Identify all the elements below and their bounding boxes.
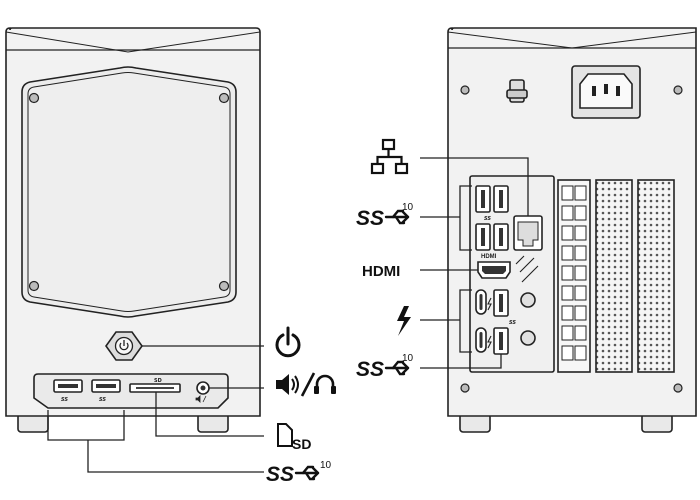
rear-usb-callout-superscript: 10 xyxy=(402,202,414,213)
front-usb-callout-label: SS xyxy=(266,463,294,486)
sd-callout-label: SD xyxy=(292,436,311,452)
expansion-bay-2 xyxy=(595,179,633,373)
rear-usb-bracket xyxy=(459,185,472,251)
rear-usb-callout-label: SS xyxy=(356,207,384,230)
expansion-bay-3 xyxy=(637,179,675,373)
hdmi-callout-label: HDMI xyxy=(362,263,400,280)
rear-usb-callout-trident xyxy=(384,209,410,225)
front-usb-callout-superscript: 10 xyxy=(320,460,332,471)
front-usb-2-badge: SS xyxy=(99,397,106,403)
rear-view xyxy=(447,27,697,433)
thunderbolt-callout-icon xyxy=(397,306,411,336)
front-sd-caption: SD xyxy=(154,378,162,384)
front-view xyxy=(5,27,261,433)
power-callout-icon xyxy=(275,326,301,358)
rear-usb-2-leader xyxy=(420,354,502,369)
rear-usb-2-callout-label: SS xyxy=(356,358,384,381)
rear-hdmi-caption: HDMI xyxy=(481,254,497,260)
front-usb-callout-trident xyxy=(294,465,320,481)
rear-screws xyxy=(460,85,683,393)
power-button-glyph xyxy=(119,340,129,351)
front-panel-inner xyxy=(27,72,231,312)
front-usb-1-badge: SS xyxy=(61,397,68,403)
audio-callout-icon xyxy=(276,372,336,397)
antenna-hole-2 xyxy=(520,330,536,346)
rear-usb-badge-top: SS xyxy=(484,216,491,222)
sd-leader xyxy=(155,392,264,437)
rear-leader-lines xyxy=(420,157,529,369)
sd-callout-icon xyxy=(277,423,293,447)
front-leader-lines xyxy=(47,345,264,473)
antenna-hole-1 xyxy=(520,292,536,308)
thunderbolt-bracket xyxy=(459,289,472,353)
rear-usb-2-callout-trident xyxy=(384,360,410,376)
front-screws xyxy=(28,92,230,292)
rear-usb-2-callout-superscript: 10 xyxy=(402,353,414,364)
front-top-bevel xyxy=(5,31,261,53)
front-usb-bracket xyxy=(47,410,125,441)
front-audio-caption-icon xyxy=(195,395,207,403)
ethernet-leader xyxy=(420,157,529,216)
rear-usb-badge-bottom: SS xyxy=(509,320,516,326)
rear-vent-slots xyxy=(515,255,539,283)
network-callout-icon xyxy=(370,138,409,175)
front-usb-leader xyxy=(87,440,264,473)
